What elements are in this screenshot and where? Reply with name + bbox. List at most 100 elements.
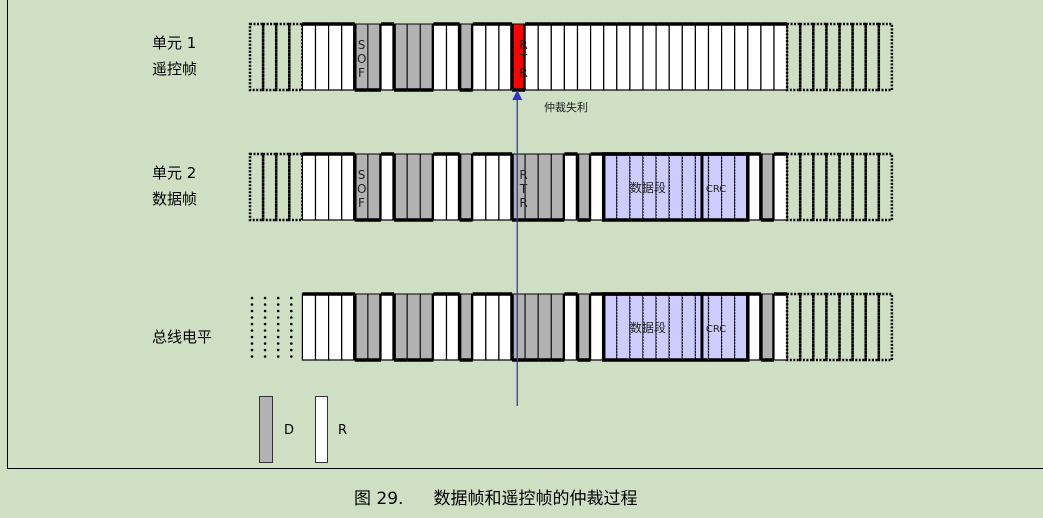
undefined-bit	[785, 22, 802, 92]
undefined-bit	[261, 22, 278, 92]
bus-idle-dot	[290, 335, 293, 339]
bus-idle-dot	[290, 322, 293, 326]
dominant-bit	[524, 293, 539, 361]
data-bit	[668, 293, 683, 361]
undefined-bit	[877, 22, 894, 92]
recessive-bit	[328, 293, 343, 361]
dominant-bit	[406, 153, 421, 221]
row2-label-line2: 数据帧	[152, 190, 198, 208]
bus-idle-dot	[250, 342, 254, 345]
row2-label-line1: 单元 2	[152, 164, 197, 182]
crc-label: CRC	[706, 324, 726, 335]
recessive-bit	[445, 23, 461, 91]
recessive-bit	[563, 293, 579, 361]
recessive-bit	[328, 23, 343, 91]
undefined-bit	[785, 152, 802, 222]
bus-idle-dot	[250, 316, 254, 319]
recessive-bit	[498, 23, 513, 91]
recessive-bit	[537, 23, 552, 91]
recessive-bit	[432, 293, 448, 361]
bus-idle-dot	[290, 355, 293, 358]
undefined-bit	[864, 22, 881, 92]
dominant-bit	[367, 23, 382, 91]
recessive-bit	[314, 23, 330, 91]
dominant-bit	[406, 23, 421, 91]
bus-idle-dot	[250, 303, 254, 306]
undefined-bit	[274, 152, 291, 222]
undefined-bit	[877, 152, 894, 222]
caption-title: 数据帧和遥控帧的仲裁过程	[433, 489, 638, 509]
recessive-bit	[498, 153, 513, 221]
recessive-bit	[485, 23, 500, 91]
recessive-bit	[773, 153, 788, 221]
recessive-bit	[380, 23, 395, 91]
data-bit	[681, 153, 696, 221]
dominant-bit	[406, 293, 421, 361]
undefined-bit	[825, 22, 841, 92]
dominant-bit	[459, 153, 474, 221]
data-bit	[603, 293, 618, 361]
row1-label: 单元 1 遥控帧	[152, 30, 197, 82]
recessive-bit	[563, 23, 579, 91]
recessive-bit	[432, 153, 448, 221]
dominant-bit	[511, 293, 526, 361]
bus-idle-dot	[263, 309, 267, 313]
undefined-bit	[274, 22, 291, 92]
recessive-bit	[485, 293, 500, 361]
caption-number: 图 29.	[354, 489, 404, 509]
undefined-bit	[864, 152, 881, 222]
recessive-bit	[445, 153, 461, 221]
undefined-bit	[812, 22, 828, 92]
undefined-bit	[825, 152, 841, 222]
undefined-bit	[288, 152, 304, 222]
recessive-bit	[472, 23, 487, 91]
row2-label: 单元 2 数据帧	[152, 160, 197, 212]
undefined-bit	[825, 292, 841, 362]
recessive-bit	[720, 23, 736, 91]
bus-idle-dot	[276, 335, 280, 339]
dominant-bit	[577, 293, 592, 361]
bus-idle-dot	[290, 348, 293, 352]
dominant-bit	[354, 293, 369, 361]
undefined-bit	[798, 22, 815, 92]
recessive-bit	[445, 293, 461, 361]
recessive-bit	[576, 23, 592, 91]
dominant-bit	[419, 293, 434, 361]
bus-idle-dot	[276, 303, 280, 306]
recessive-bit	[773, 23, 788, 91]
data-field-outline	[601, 292, 750, 362]
recessive-bit	[694, 23, 710, 91]
data-field-label: 数据段	[630, 180, 666, 195]
bus-idle-dot	[290, 309, 293, 313]
bus-idle-dot	[290, 342, 293, 345]
dominant-bit	[537, 293, 552, 361]
recessive-bit	[773, 293, 788, 361]
data-bit	[734, 153, 749, 221]
recessive-bit	[432, 23, 448, 91]
row2-rtr-label: RTR	[519, 168, 528, 210]
recessive-bit	[498, 293, 513, 361]
bus-idle-dot	[276, 296, 280, 300]
dominant-bit	[459, 23, 474, 91]
dominant-bit	[537, 153, 552, 221]
dominant-bit	[577, 153, 592, 221]
dominant-bit	[760, 153, 775, 221]
bus-idle-dot	[250, 309, 254, 313]
dominant-bit	[550, 293, 565, 361]
recessive-bit	[707, 23, 723, 91]
data-field-outline	[601, 152, 750, 222]
undefined-bit	[877, 292, 894, 362]
crc-label: CRC	[706, 184, 726, 195]
undefined-bit	[851, 292, 867, 362]
bus-idle-dot	[250, 296, 254, 300]
recessive-bit	[747, 153, 762, 221]
undefined-bit	[248, 22, 265, 92]
dominant-bit	[419, 23, 434, 91]
undefined-bit	[785, 292, 802, 362]
recessive-bit	[668, 23, 683, 91]
recessive-bit	[328, 153, 343, 221]
bus-idle-dot	[250, 322, 254, 326]
dominant-bit	[367, 293, 382, 361]
undefined-bit	[288, 22, 304, 92]
